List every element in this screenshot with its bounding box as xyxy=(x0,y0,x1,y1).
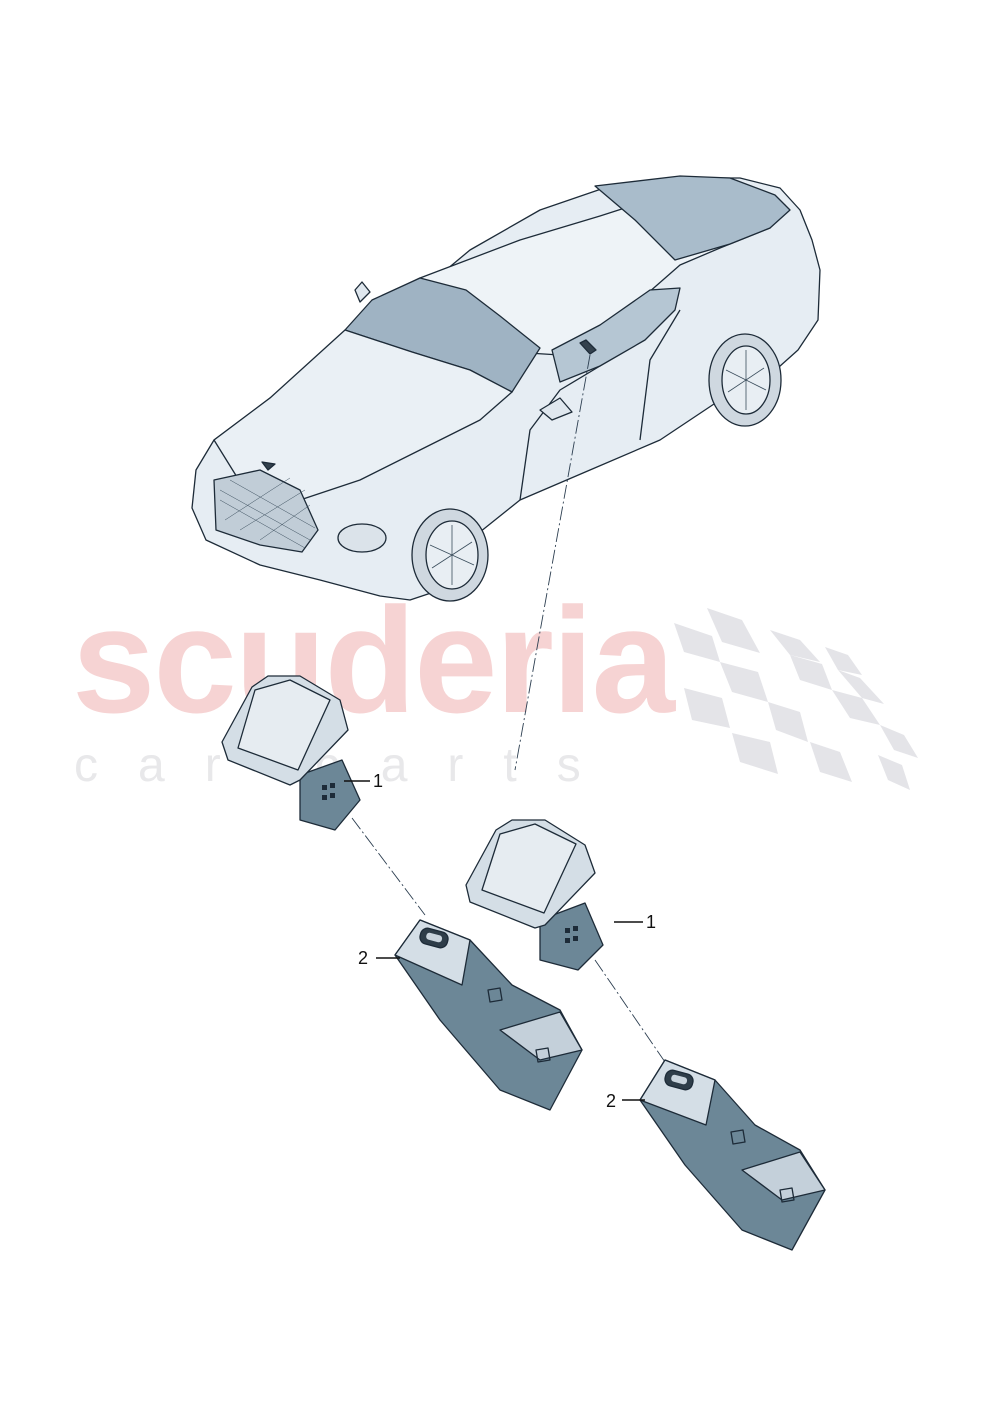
part-2-usb-module-a xyxy=(394,919,583,1111)
car-illustration xyxy=(191,175,821,602)
leader-lines xyxy=(351,354,666,1063)
callout-1-right: 1 xyxy=(646,912,657,932)
callout-ticks xyxy=(344,780,645,1101)
checkered-flag-icon xyxy=(674,608,918,790)
part-1-cap-a xyxy=(221,675,361,831)
callout-1-top: 1 xyxy=(373,771,384,791)
part-2-usb-module-b xyxy=(639,1059,826,1251)
watermark-scuderia: scuderia xyxy=(72,576,675,744)
callout-2-bottom: 2 xyxy=(606,1091,617,1111)
callout-2-left: 2 xyxy=(358,948,369,968)
part-1-cap-b xyxy=(465,819,604,971)
